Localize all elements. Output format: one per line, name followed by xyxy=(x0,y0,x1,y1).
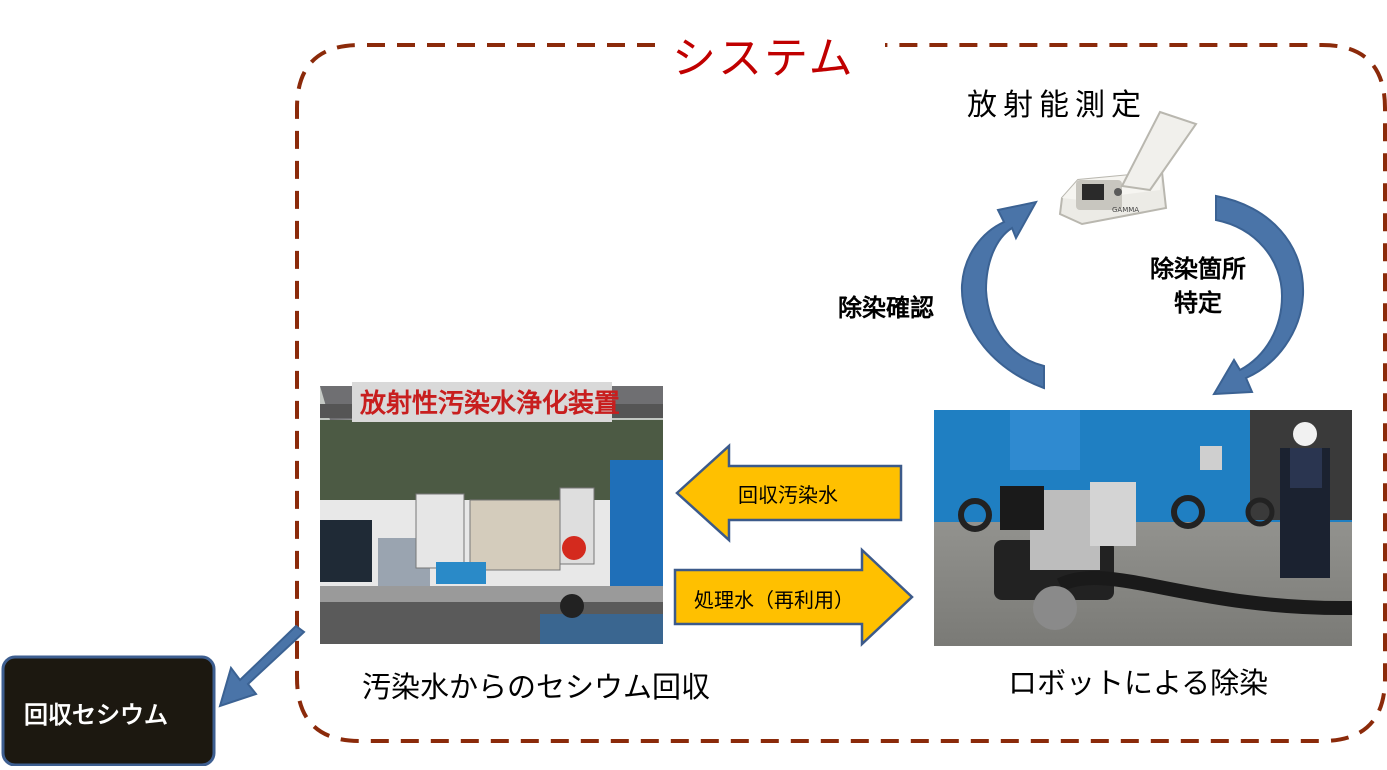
cesium-recovery-caption: 汚染水からのセシウム回収 xyxy=(362,670,711,704)
robot-decontamination-caption: ロボットによる除染 xyxy=(1008,666,1269,700)
cesium-output-arrow xyxy=(218,624,306,708)
treated-water-arrow xyxy=(673,547,914,647)
decontamination-spot-line2: 特定 xyxy=(1174,289,1222,317)
system-title: システム xyxy=(672,33,855,84)
system-boundary xyxy=(295,43,1387,743)
recovered-cesium-label: 回収セシウム xyxy=(24,701,168,729)
svg-text:GAMMA: GAMMA xyxy=(1112,206,1139,214)
radiation-meter-image: GAMMA xyxy=(1058,110,1198,226)
radiation-measurement-label: 放射能測定 xyxy=(967,88,1147,123)
decontamination-confirm-label: 除染確認 xyxy=(838,294,934,322)
water-treatment-truck-photo: 放射性汚染水浄化装置 xyxy=(320,382,663,644)
decontamination-spot-arrow xyxy=(1212,194,1305,396)
treated-water-label: 処理水（再利用） xyxy=(694,588,854,612)
collected-water-arrow xyxy=(675,443,903,543)
recovered-cesium-box xyxy=(1,655,216,767)
decontamination-spot-line1: 除染箇所 xyxy=(1150,255,1246,283)
decontamination-spot-label: 除染箇所 特定 xyxy=(1150,252,1246,320)
collected-water-label: 回収汚染水 xyxy=(738,483,838,507)
decontamination-confirm-arrow xyxy=(960,200,1045,390)
decontamination-robot-photo xyxy=(934,410,1353,646)
truck-banner-text: 放射性汚染水浄化装置 xyxy=(359,388,620,419)
